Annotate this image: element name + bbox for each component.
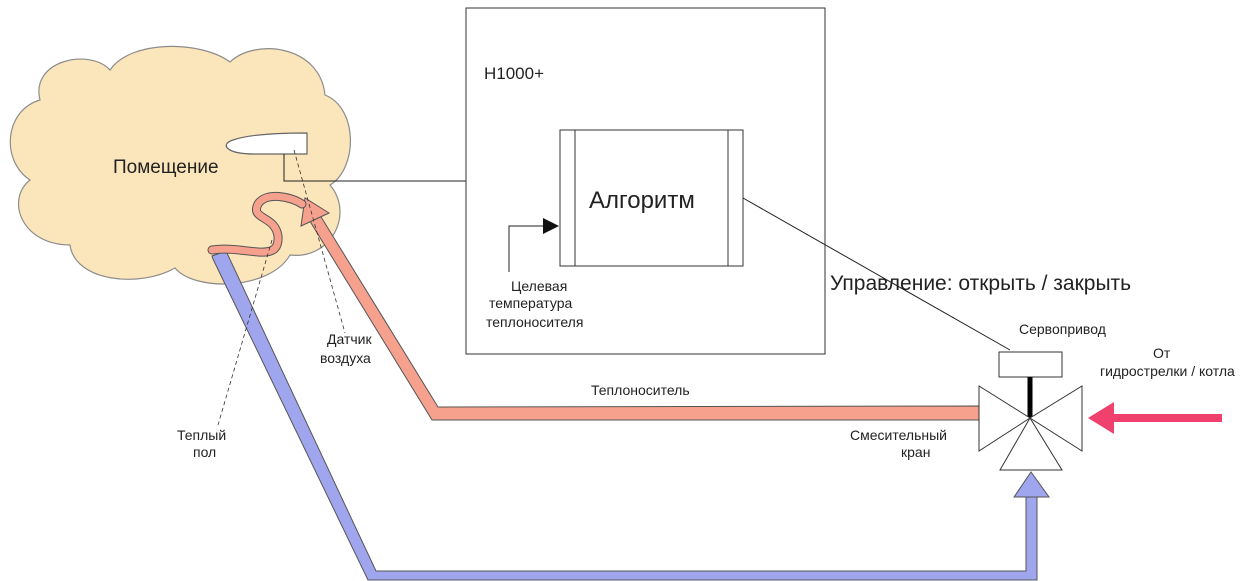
control-signal-line (742, 197, 1011, 351)
sensor-signal-line (283, 154, 545, 182)
return-pipe-arrowhead (1013, 471, 1050, 498)
servo-label: Сервопривод (1019, 321, 1106, 337)
room-label: Помещение (113, 157, 219, 178)
valve-label-line2: кран (901, 444, 930, 460)
sensor-leader-line (293, 149, 346, 334)
algorithm-block (559, 129, 744, 267)
supply-pipe-arrowhead (300, 197, 331, 227)
valve-label-line1: Смесительный (850, 427, 947, 443)
control-label: Управление: открыть / закрыть (830, 272, 1131, 295)
controller-title: H1000+ (484, 64, 544, 83)
target-label-line3: теплоносителя (486, 314, 583, 330)
servo-box (998, 351, 1063, 378)
mixing-valve (978, 351, 1083, 471)
air-sensor-icon (225, 132, 308, 155)
room-cloud-shape (9, 45, 351, 285)
source-arrow (1088, 402, 1222, 434)
room-cloud: Помещение (9, 45, 351, 285)
source-label-line1: От (1153, 345, 1171, 361)
floor-label-line1: Теплый (177, 427, 226, 443)
target-label-line2: температура (489, 295, 572, 311)
target-signal-line (508, 225, 545, 272)
floor-heating-loop-fill (208, 193, 306, 256)
source-label-line2: гидрострелки / котла (1100, 363, 1235, 379)
valve-bottom-triangle (999, 417, 1063, 471)
algorithm-label: Алгоритм (589, 187, 695, 214)
target-input-arrow (543, 218, 559, 234)
floor-label-line2: пол (193, 444, 216, 460)
valve-left-triangle (978, 385, 1031, 452)
valve-right-triangle (1029, 385, 1083, 452)
target-label-line1: Целевая (511, 278, 567, 294)
controller-box: H1000+ Алгоритм Целевая температура тепл… (465, 7, 826, 355)
sensor-label-line2: воздуха (320, 350, 371, 366)
coolant-label: Теплоноситель (591, 382, 690, 398)
sensor-label-line1: Датчик (327, 331, 372, 347)
